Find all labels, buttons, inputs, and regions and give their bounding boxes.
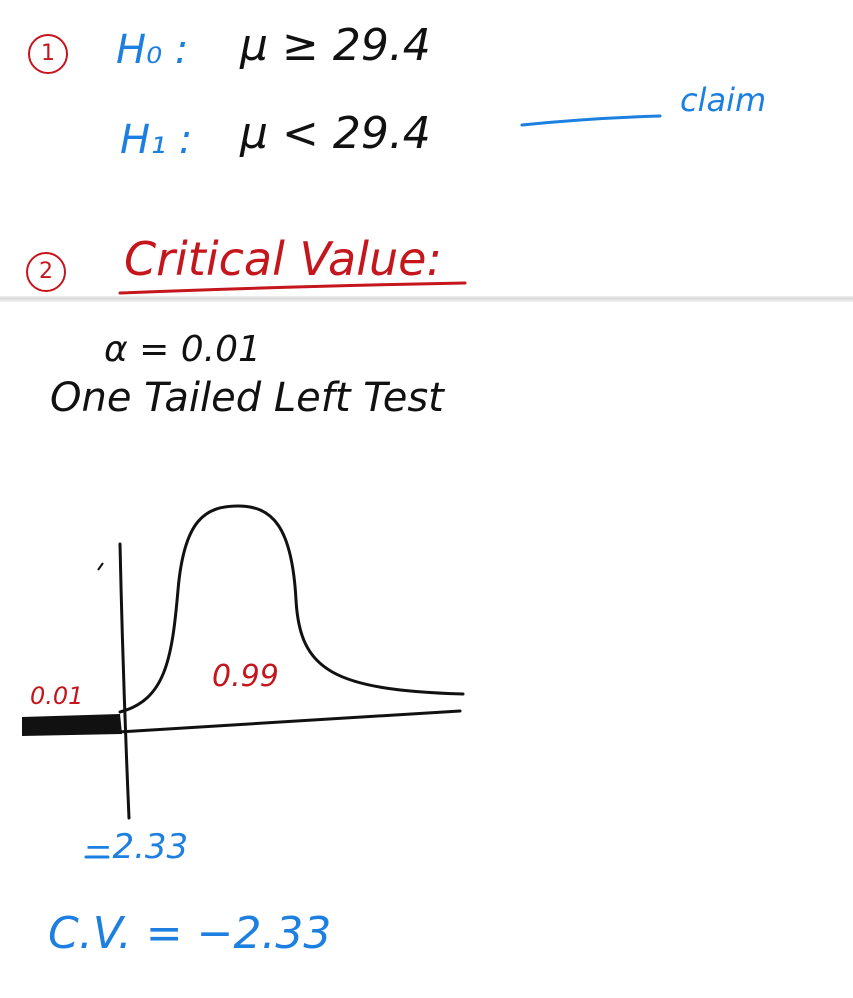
test-type: One Tailed Left Test [50, 375, 444, 421]
critical-tick-label: −2.33 [84, 827, 189, 867]
step-1-badge: 1 [28, 34, 68, 74]
horizontal-axis [116, 709, 462, 734]
null-hypothesis-label: H₀ : [116, 27, 189, 73]
step-2-badge: 2 [26, 252, 66, 292]
alternative-hypothesis-label: H₁ : [120, 117, 193, 163]
pen-mark [97, 562, 104, 571]
critical-value-result: C.V. = −2.33 [48, 908, 332, 959]
body-area-label: 0.99 [212, 659, 279, 694]
claim-pointer-line [520, 114, 662, 127]
alpha-value: α = 0.01 [104, 329, 261, 370]
alternative-hypothesis-statement: μ < 29.4 [240, 108, 431, 159]
critical-value-underline [118, 281, 467, 295]
page-divider [0, 296, 853, 302]
shaded-left-tail [22, 714, 122, 736]
claim-note: claim [680, 81, 767, 119]
critical-line [118, 542, 131, 820]
critical-value-heading: Critical Value: [124, 232, 442, 286]
null-hypothesis-statement: μ ≥ 29.4 [240, 20, 431, 71]
bell-curve [118, 504, 465, 714]
tail-area-label: 0.01 [30, 682, 84, 710]
